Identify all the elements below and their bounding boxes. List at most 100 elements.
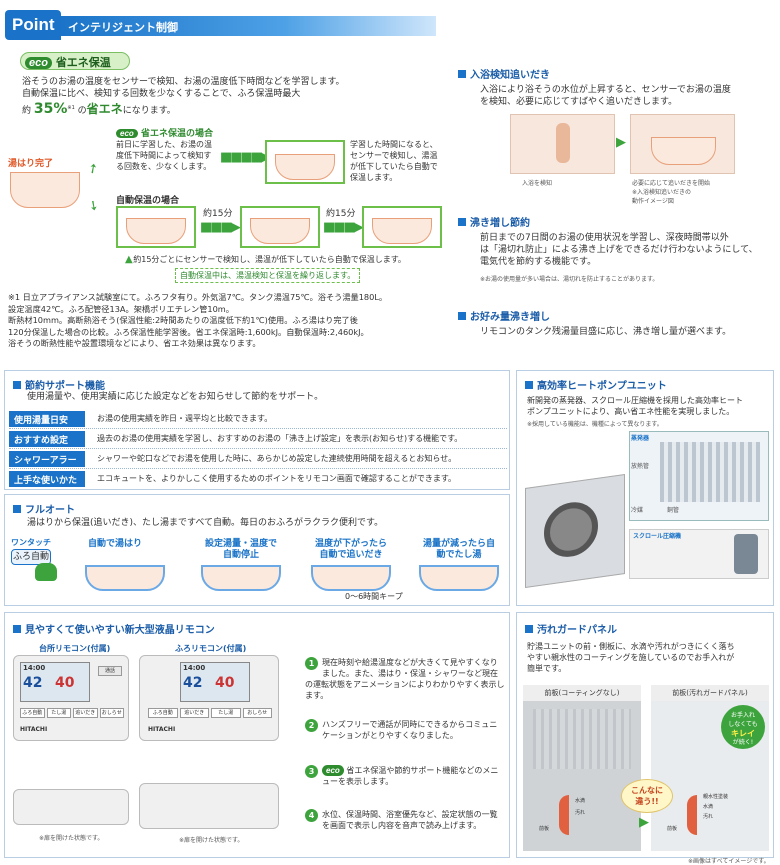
bubble-line4: が続く!	[732, 739, 754, 746]
callout-line1: こんなに	[631, 786, 663, 795]
bullet-icon	[458, 218, 466, 226]
eco-desc-line1: 浴そうのお湯の温度をセンサーで検知、お湯の温度低下時間などを学習します。	[22, 77, 345, 87]
setsuyaku-title-text: 節約サポート機能	[25, 381, 105, 392]
setsuyaku-panel: 節約サポート機能 使用湯量や、使用実績に応じた設定などをお知らせして節約をサポー…	[4, 370, 510, 490]
loop-up-icon: ▲	[125, 254, 133, 265]
kitchen-oidaki-button[interactable]: 追いだき	[73, 708, 98, 718]
setsuyaku-row: 上手な使いかた エコキュートを、よりかしこく使用するためのポイントをリモコン画面…	[9, 469, 507, 489]
bath-oidaki-button[interactable]: 追いだき	[179, 708, 209, 718]
remote-title-text: 見やすくて使いやすい新大型液晶リモコン	[25, 625, 215, 636]
point-text: 水位、保温時間、浴室優先など、設定状態の一覧を画面で表示し内容を音声で読み上げま…	[322, 810, 498, 830]
arrow-right-icon: ▶	[639, 815, 649, 830]
point-num: 3	[305, 765, 318, 778]
kitchen-temp2: 40	[55, 675, 75, 691]
step-1-label: 自動で湯はり	[87, 539, 142, 549]
footnote-line1: ※1 日立アプライアンス試験室にて。ふろフタ有り。外気温7℃。タンク湯温75℃。…	[8, 292, 388, 302]
furo-auto-button[interactable]: ふろ自動	[11, 549, 51, 565]
auto-tub-1	[126, 218, 186, 244]
after-label: 前板(汚れガードパネル)	[651, 685, 769, 701]
row-text: お湯の使用実績を昨日・週平均と比較できます。	[97, 413, 273, 423]
kitchen-remote: 14:00 42 40 通話 ふろ自動 たし湯 追いだき おしらせ HITACH…	[13, 655, 129, 741]
kitchen-buttons: ふろ自動 たし湯 追いだき おしらせ	[20, 708, 124, 718]
bullet-icon	[525, 381, 533, 389]
kitchen-oshirase-button[interactable]: おしらせ	[99, 708, 124, 718]
row-label: おすすめ設定	[9, 430, 85, 447]
kitchen-tashi-button[interactable]: たし湯	[46, 708, 71, 718]
image-note: ※画像はすべてイメージです。	[688, 858, 770, 865]
eco-title: eco 省エネ保温	[20, 52, 130, 70]
point-num: 4	[305, 809, 318, 822]
eco-case-badge: eco	[116, 129, 138, 138]
heatpump-unit	[525, 473, 625, 589]
eco-percent: 35%	[33, 101, 68, 117]
keep-label: 0〜6時間キープ	[345, 592, 403, 601]
guard-title: 汚れガードパネル	[525, 621, 617, 636]
compressor-label: スクロール圧縮機	[633, 533, 682, 540]
evaporator-image	[629, 431, 769, 521]
heatpump-text1: 新開発の蒸発器、スクロール圧縮機を採用した高効率ヒート	[527, 396, 743, 405]
point-num: 1	[305, 657, 318, 670]
setsuyaku-row: シャワーアラーム シャワーや蛇口などでお湯を使用した時に、あらかじめ設定した連続…	[9, 449, 507, 479]
point-eco-badge: eco	[322, 765, 344, 776]
after-panel-image: 前板(汚れガードパネル) お手入れ しなくても キレイ が続く! 親水性塗装 水…	[651, 685, 769, 851]
wakimashi-text1: 前日までの7日間のお湯の使用状況を学習し、深夜時間帯以外	[480, 233, 729, 243]
bath-tashi-button[interactable]: たし湯	[211, 708, 241, 718]
step-3-label: 温度が下がったら自動で追いだき	[314, 539, 387, 560]
nyuyoku-cap1: 入浴を検知	[522, 180, 553, 187]
eco-case-text: 前日に学習した、お湯の温度低下時間によって検知する回数を、少なくします。	[116, 140, 212, 171]
compressor-icon	[734, 534, 758, 574]
dash-arrow-icon: ■■■■▶	[220, 150, 271, 165]
kitchen-temp1: 42	[23, 675, 43, 691]
bullet-icon	[458, 70, 466, 78]
bubble-line2: しなくても	[728, 721, 758, 728]
interval-1: 約15分	[203, 209, 233, 219]
arrow-down-icon: ➘	[84, 196, 101, 215]
eco-case-text2: 学習した時間になると、センサーで検知し、湯温が低下していたら自動で保温します。	[350, 140, 438, 182]
setsuyaku-rows: 使用湯量日安 お湯の使用実績を昨日・週平均と比較できます。 おすすめ設定 過去の…	[9, 409, 507, 489]
kitchen-call-button[interactable]: 通話	[98, 666, 122, 676]
guard-text1: 貯湯ユニットの前・側板に、水滴や汚れがつきにくく落ち	[527, 642, 735, 651]
footnote-line4: 120分保温した場合の比較。ふろ保温性能学習後。省エネ保温時:1,600kJ。自…	[8, 326, 369, 337]
eco-case-title-text: 省エネ保温の場合	[140, 129, 213, 139]
bullet-icon	[458, 312, 466, 320]
nyuyoku-image-2	[630, 114, 735, 174]
row-text: 過去のお湯の使用実績を学習し、おすすめのお湯の「沸き上げ設定」を表示(お知らせ)…	[97, 433, 463, 443]
dirty-streaks	[533, 709, 631, 769]
footnote-line3: 断熱材10mm。高断熱浴そう(保温性能:2時間あたりの温度低下約1℃)使用。ふろ…	[8, 315, 358, 325]
bath-remote-label: ふろリモコン(付属)	[175, 644, 247, 653]
auto-loop: 自動保温中は、湯温検知と保温を繰り返します。	[175, 268, 361, 283]
bath-furo-button[interactable]: ふろ自動	[148, 708, 178, 718]
kitchen-furo-button[interactable]: ふろ自動	[20, 708, 45, 718]
setsuyaku-row: おすすめ設定 過去のお湯の使用実績を学習し、おすすめのお湯の「沸き上げ設定」を表…	[9, 429, 507, 449]
guard-text: 貯湯ユニットの前・側板に、水滴や汚れがつきにくく落ち やすい親水性のコーティング…	[527, 641, 771, 674]
auto-tub-frame-3	[362, 206, 442, 248]
bubble-line3: キレイ	[731, 729, 755, 738]
bath-lcd: 14:00 42 40	[180, 662, 250, 702]
nyuyoku-title-text: 入浴検知追いだき	[470, 70, 550, 81]
nyuyoku-image-1	[510, 114, 615, 174]
step-4-tub	[419, 565, 499, 591]
nyuyoku-text1: 入浴により浴そうの水位が上昇すると、センサーでお湯の温度	[480, 85, 731, 95]
kitchen-remote-open	[13, 789, 129, 825]
nyuyoku-cap3-text: ※入浴検知追いだきの	[632, 189, 692, 196]
point-text: 省エネ保温や節約サポート機能などのメニューを表示します。	[322, 766, 499, 786]
wakimashi-title: 沸き増し節約	[458, 214, 530, 229]
eco-title-text: 省エネ保温	[55, 56, 111, 69]
heatpump-text2: ポンプユニットにより、高い省エネ性能を実現しました。	[527, 407, 735, 416]
eco-case-title: eco 省エネ保温の場合	[116, 126, 213, 139]
okonomi-title-text: お好み量沸き増し	[470, 312, 550, 323]
wakimashi-title-text: 沸き増し節約	[470, 218, 530, 229]
bath-oshirase-button[interactable]: おしらせ	[242, 708, 272, 718]
eco-approx: 約	[22, 106, 32, 116]
hand-icon	[35, 563, 57, 581]
nyuyoku-tub	[651, 137, 716, 165]
interval-2: 約15分	[326, 209, 356, 219]
person-icon	[556, 123, 570, 163]
auto-tub-frame-1	[116, 206, 196, 248]
auto-note: ▲ 約15分ごとにセンサーで検知し、湯温が低下していたら自動で保温します。	[125, 254, 406, 265]
start-tub	[10, 172, 80, 208]
eco-desc-line3: 約 35%※1 の省エネになります。	[22, 102, 442, 117]
bath-remote: 14:00 42 40 ふろ自動 追いだき たし湯 おしらせ HITACHI	[139, 655, 279, 741]
fullauto-panel: フルオート 湯はりから保温(追いだき)、たし湯まですべて自動。毎日のおふろがラク…	[4, 494, 510, 606]
auto-case-title: 自動保温の場合	[116, 196, 180, 206]
